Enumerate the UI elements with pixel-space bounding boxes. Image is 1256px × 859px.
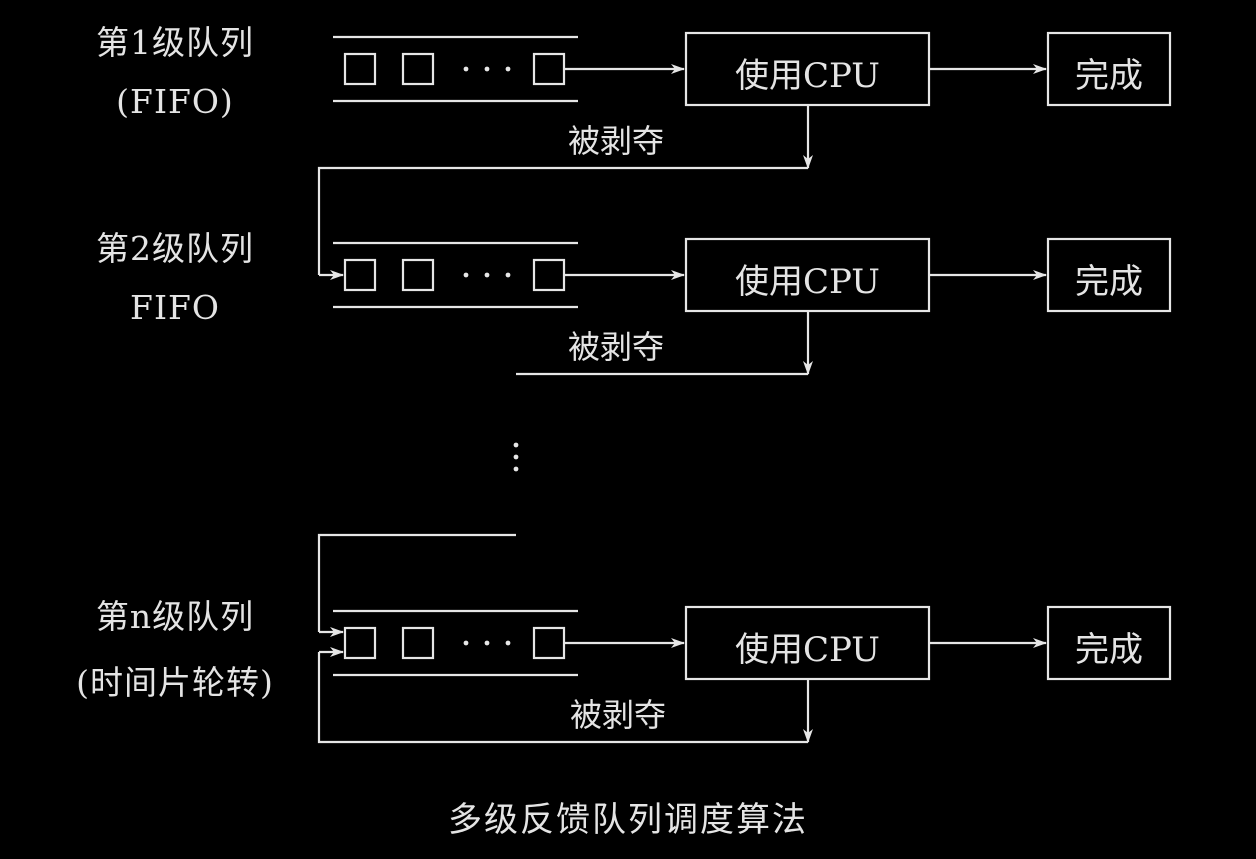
process-slot — [401, 626, 435, 660]
level-1-policy: (FIFO) — [116, 82, 234, 121]
queue-ellipsis-dot — [484, 640, 490, 646]
process-slot — [532, 258, 566, 292]
queue-ellipsis-dot — [484, 66, 490, 72]
queue-ellipsis-dot — [463, 272, 469, 278]
queue-level-1 — [333, 31, 1172, 169]
queue-ellipsis-dot — [505, 272, 511, 278]
queue-ellipsis-dot — [463, 640, 469, 646]
level-2-preempt-label: 被剥夺 — [568, 328, 665, 366]
process-slot — [401, 258, 435, 292]
level-n-policy: (时间片轮转) — [76, 663, 274, 702]
queue-level-3 — [333, 605, 1172, 743]
round-robin-loop — [317, 652, 808, 744]
process-slot — [343, 52, 377, 86]
ellipsis-dot — [513, 454, 519, 460]
level-1-name: 第1级队列 — [96, 23, 254, 62]
queue-ellipsis-dot — [463, 66, 469, 72]
done-box — [1046, 605, 1172, 681]
diagram-caption: 多级反馈队列调度算法 — [448, 800, 808, 840]
cpu-box — [684, 605, 931, 681]
ellipsis-dot — [513, 466, 519, 472]
feedback-path-into-n — [317, 533, 516, 632]
queue-ellipsis-dot — [484, 272, 490, 278]
process-slot — [532, 626, 566, 660]
level-2-cpu-label: 使用CPU — [735, 262, 880, 302]
queue-ellipsis-dot — [505, 640, 511, 646]
done-box — [1046, 237, 1172, 313]
level-n-preempt-label: 被剥夺 — [570, 696, 667, 734]
process-slot — [343, 258, 377, 292]
ellipsis-dots — [513, 442, 519, 472]
level-2-name: 第2级队列 — [96, 229, 254, 268]
level-1-preempt-label: 被剥夺 — [568, 122, 665, 160]
process-slot — [343, 626, 377, 660]
level-n-cpu-label: 使用CPU — [735, 630, 880, 670]
queue-level-2 — [333, 237, 1172, 375]
level-n-done-label: 完成 — [1075, 630, 1143, 670]
level-1-done-label: 完成 — [1075, 56, 1143, 96]
level-2-policy: FIFO — [130, 288, 220, 327]
queue-ellipsis-dot — [505, 66, 511, 72]
level-1-cpu-label: 使用CPU — [735, 56, 880, 96]
ellipsis-dot — [513, 442, 519, 448]
level-2-done-label: 完成 — [1075, 262, 1143, 302]
feedback-path-1-to-2 — [317, 166, 808, 275]
done-box — [1046, 31, 1172, 107]
level-n-name: 第n级队列 — [95, 597, 255, 636]
process-slot — [532, 52, 566, 86]
process-slot — [401, 52, 435, 86]
